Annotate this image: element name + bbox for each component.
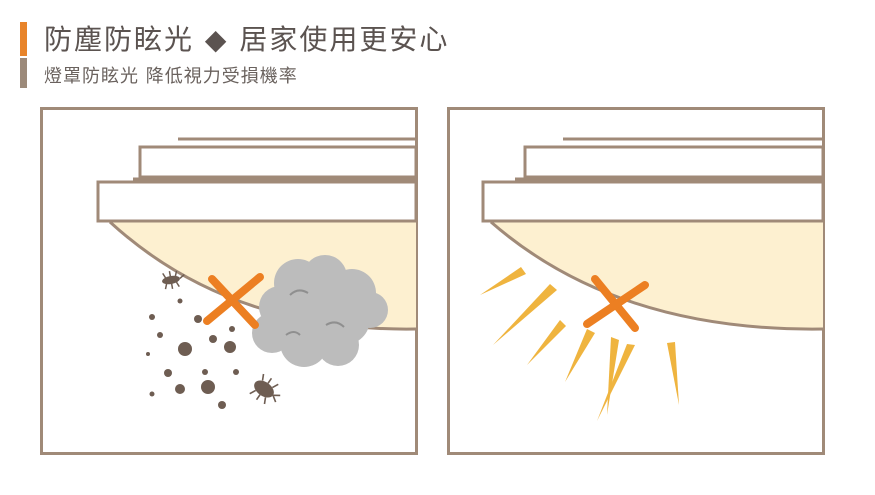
glare-rays-icon <box>480 267 679 421</box>
lamp-icon <box>481 137 825 331</box>
page-subtitle: 燈罩防眩光 降低視力受損機率 <box>44 66 298 87</box>
panel-anti-glare <box>447 107 825 455</box>
subtitle-accent-bar <box>20 58 27 88</box>
page-title: 防塵防眩光 ◆ 居家使用更安心 <box>44 23 450 56</box>
bug-icon <box>249 373 281 405</box>
glare-illustration <box>447 107 825 455</box>
dust-illustration <box>40 107 418 455</box>
panel-dust-protection <box>40 107 418 455</box>
cross-icon <box>203 273 264 329</box>
title-accent-bar <box>20 22 27 56</box>
header: 防塵防眩光 ◆ 居家使用更安心 燈罩防眩光 降低視力受損機率 <box>0 0 875 100</box>
cross-icon <box>583 275 649 332</box>
dust-cloud-icon <box>252 255 388 367</box>
bug-icon <box>162 270 185 290</box>
dust-particles <box>146 298 239 409</box>
